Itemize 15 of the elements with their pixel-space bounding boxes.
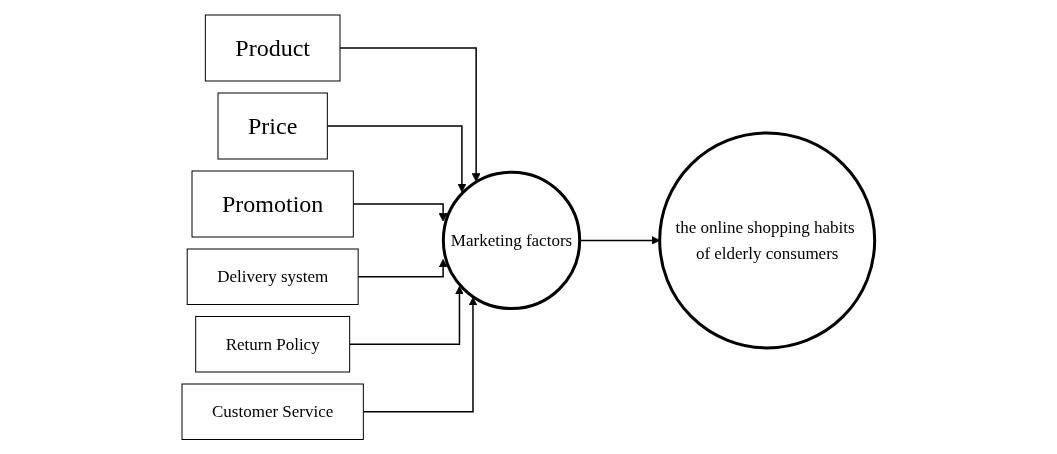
node-box: Price xyxy=(217,92,328,160)
node-circle: the online shopping habits of elderly consumers xyxy=(658,131,877,350)
node-box: Promotion xyxy=(191,170,354,238)
node-box: Product xyxy=(205,14,341,82)
node-box: Delivery system xyxy=(186,248,359,305)
node-circle: Marketing factors xyxy=(442,170,582,310)
arrow xyxy=(339,47,481,182)
arrow xyxy=(352,203,448,222)
arrow xyxy=(326,125,467,193)
node-box: Customer Service xyxy=(181,383,364,440)
arrow xyxy=(357,258,448,278)
arrow xyxy=(579,235,661,245)
node-box: Return Policy xyxy=(195,315,351,373)
arrow xyxy=(349,285,464,345)
arrow xyxy=(362,296,478,413)
